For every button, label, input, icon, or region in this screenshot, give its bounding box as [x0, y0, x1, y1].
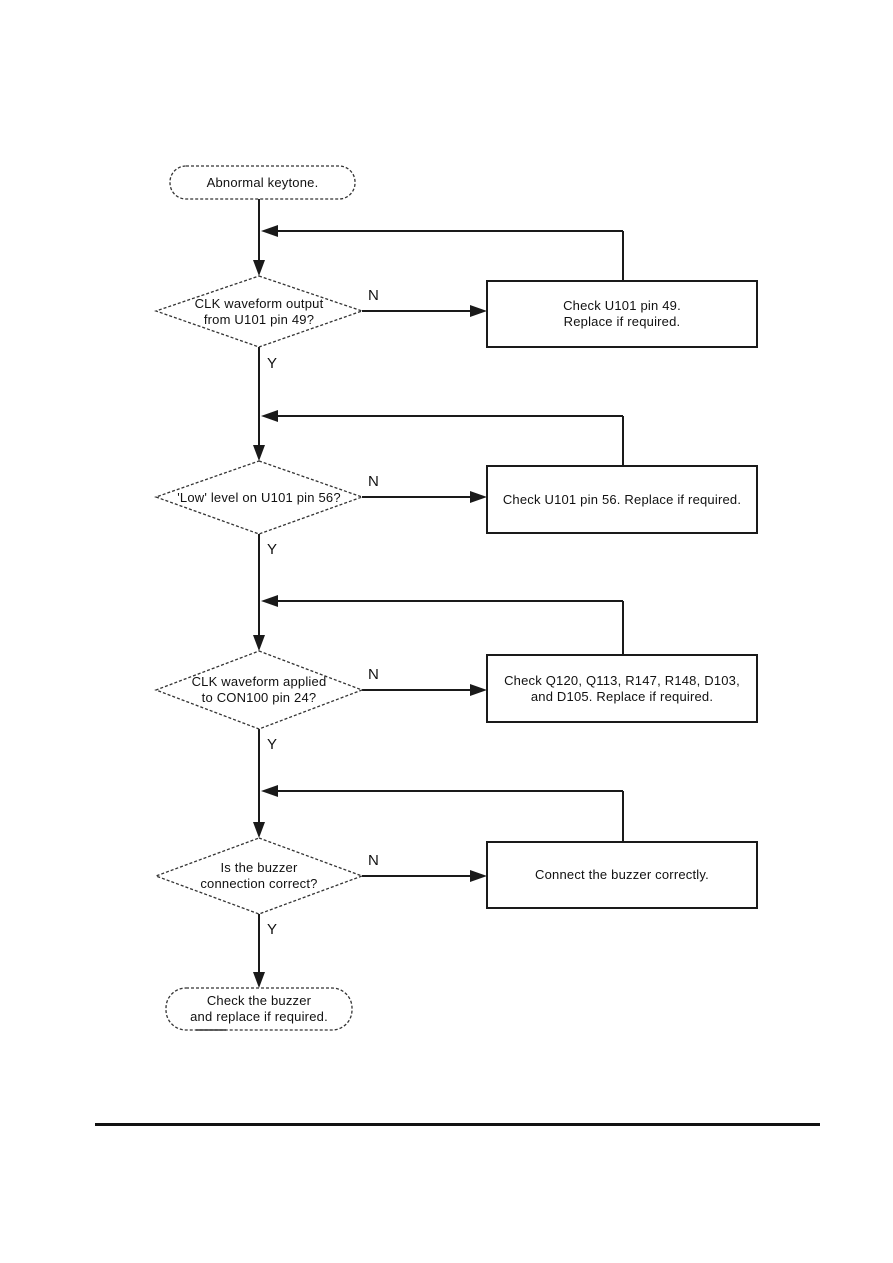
end-terminator-shape — [165, 987, 353, 1031]
action-1-shape — [486, 280, 758, 348]
decision-4-shape — [154, 837, 364, 915]
action-1-line2: Replace if required. — [563, 314, 681, 329]
decision-3: CLK waveform applied to CON100 pin 24? — [156, 651, 362, 729]
arrow-left-icon — [261, 225, 278, 237]
action-4: Connect the buzzer correctly. — [487, 842, 757, 908]
decision-4-line1: Is the buzzer — [220, 860, 298, 875]
arrow-left-icon — [261, 595, 278, 607]
decision-1-line2: from U101 pin 49? — [203, 311, 315, 327]
decision-3-shape — [154, 650, 364, 730]
arrowheads — [253, 225, 487, 988]
start-terminator-shape — [169, 165, 356, 200]
no-branch-label-1: N — [368, 287, 379, 304]
yes-branch-label-1: Y — [267, 355, 278, 372]
action-3-shape — [486, 654, 758, 723]
action-4-line1: Connect the buzzer correctly. — [535, 867, 709, 882]
action-1-line1: Check U101 pin 49. — [563, 298, 681, 313]
action-4-shape — [486, 841, 758, 909]
yes-branch-label-2: Y — [267, 541, 278, 558]
start-terminator: Abnormal keytone. — [170, 166, 355, 199]
action-boxes — [486, 280, 758, 909]
action-3: Check Q120, Q113, R147, R148, D103, and … — [487, 655, 757, 722]
decision-4: Is the buzzer connection correct? — [156, 838, 362, 914]
connector-lines — [258, 199, 624, 975]
footer-rule — [95, 1123, 820, 1126]
end-label-line1: Check the buzzer — [206, 993, 312, 1008]
decision-1-shape — [154, 275, 364, 348]
arrow-left-icon — [261, 785, 278, 797]
decision-3-line1: CLK waveform applied — [191, 674, 327, 689]
no-branch-label-2: N — [368, 473, 379, 490]
decision-3-line2: to CON100 pin 24? — [201, 690, 317, 705]
arrow-down-icon — [253, 635, 265, 651]
arrow-down-icon — [253, 445, 265, 461]
arrow-right-icon — [470, 491, 487, 503]
yes-branch-label-3: Y — [267, 736, 278, 753]
decision-2-line1: 'Low' level on U101 pin 56? — [177, 489, 341, 505]
decision-1-line1: CLK waveform output — [194, 295, 324, 311]
arrow-down-icon — [253, 260, 265, 276]
end-terminator: Check the buzzer and replace if required… — [166, 988, 352, 1030]
arrow-right-icon — [470, 870, 487, 882]
decision-2: 'Low' level on U101 pin 56? — [156, 461, 362, 534]
no-branch-label-4: N — [368, 852, 379, 869]
decision-1: CLK waveform output from U101 pin 49? — [156, 276, 362, 347]
end-label-line2: and replace if required. — [190, 1009, 328, 1024]
decision-diamonds — [154, 275, 364, 915]
action-2-shape — [486, 465, 758, 534]
action-1: Check U101 pin 49. Replace if required. — [487, 281, 757, 347]
start-label: Abnormal keytone. — [206, 174, 319, 190]
yes-branch-label-4: Y — [267, 921, 278, 938]
arrow-left-icon — [261, 410, 278, 422]
no-branch-label-3: N — [368, 666, 379, 683]
arrow-right-icon — [470, 305, 487, 317]
decision-2-shape — [154, 460, 364, 535]
arrow-right-icon — [470, 684, 487, 696]
action-3-line2: and D105. Replace if required. — [530, 688, 714, 704]
arrow-down-icon — [253, 822, 265, 838]
action-2: Check U101 pin 56. Replace if required. — [487, 466, 757, 533]
action-2-line1: Check U101 pin 56. Replace if required. — [502, 491, 742, 507]
action-3-line1: Check Q120, Q113, R147, R148, D103, — [504, 672, 740, 688]
arrow-down-icon — [253, 972, 265, 988]
decision-4-line2: connection correct? — [200, 876, 318, 891]
